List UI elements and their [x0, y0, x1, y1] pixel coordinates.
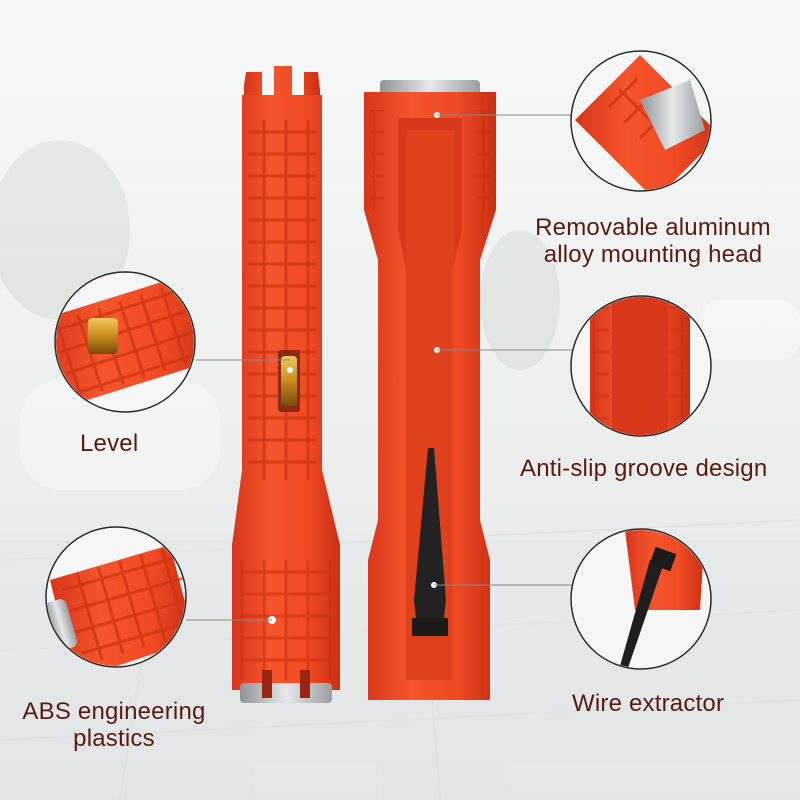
callout-label-wire-extractor: Wire extractor	[572, 690, 725, 717]
aluminum-label-line-2: alloy mounting head	[543, 241, 763, 268]
callout-circle-groove	[570, 295, 712, 437]
callout-label-abs: ABS engineering plastics	[18, 698, 210, 752]
aluminum-label-line-1: Removable aluminum	[535, 214, 771, 241]
callout-lines	[186, 114, 572, 621]
callout-circle-aluminum-head	[570, 50, 712, 192]
callout-label-level: Level	[80, 430, 139, 457]
callout-label-groove: Anti-slip groove design	[520, 455, 768, 482]
callout-circle-wire-extractor	[570, 528, 712, 670]
abs-label-line-1: ABS engineering	[22, 698, 206, 725]
wrench-tool-right	[364, 80, 496, 700]
callout-circle-level	[54, 271, 196, 413]
callout-label-aluminum-head: Removable aluminum alloy mounting head	[524, 214, 782, 268]
abs-label-line-2: plastics	[73, 725, 155, 752]
callout-circle-abs	[45, 526, 187, 668]
